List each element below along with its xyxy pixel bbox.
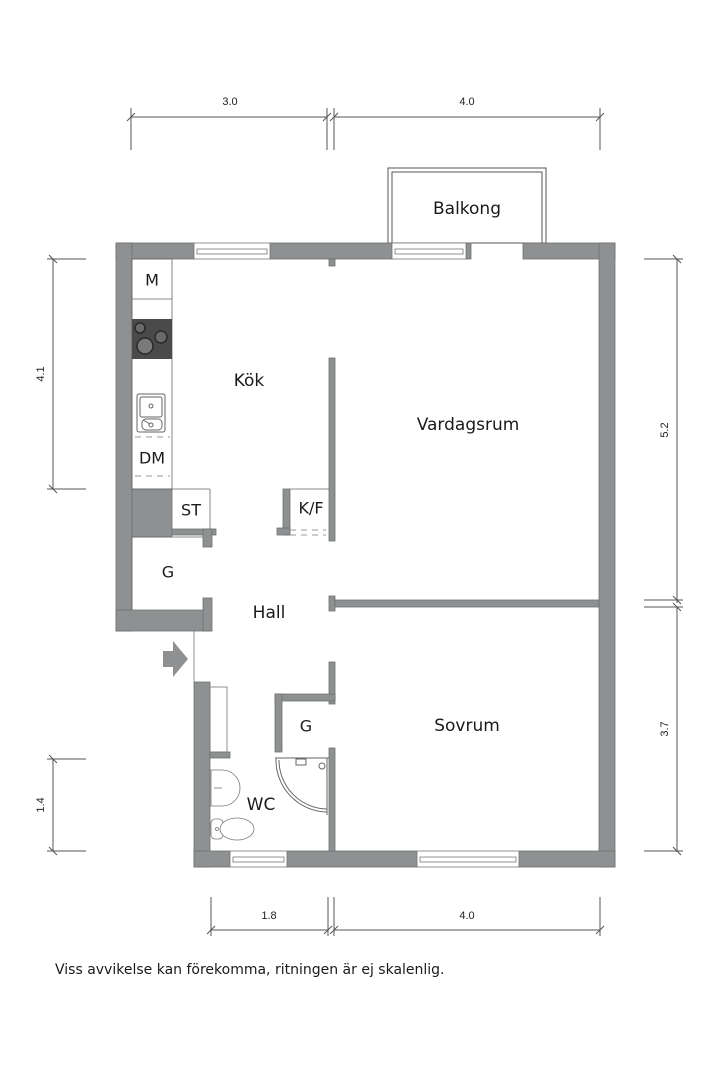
shower-icon xyxy=(275,757,329,815)
wardrobe-hall-outline xyxy=(131,536,203,610)
dimension-lines xyxy=(47,108,683,936)
toilet-icon xyxy=(210,817,255,841)
dishwasher-dashes xyxy=(135,436,326,536)
windows xyxy=(193,242,520,868)
label-stadskap: ST xyxy=(181,500,201,520)
dim-top-left: 3.0 xyxy=(222,96,238,108)
dim-right-top: 5.2 xyxy=(659,422,671,438)
dim-left-top: 4.1 xyxy=(35,366,47,382)
room-label-kok: Kök xyxy=(233,371,265,391)
room-label-wc: WC xyxy=(246,795,276,815)
room-label-garderob-sovrum: G xyxy=(299,716,313,736)
label-mikro: M xyxy=(145,270,159,290)
entrance-arrow-icon xyxy=(163,641,188,677)
dim-bottom-right: 4.0 xyxy=(459,910,475,922)
kitchen-counter xyxy=(131,258,329,529)
walls xyxy=(115,242,616,868)
label-diskmaskin: DM xyxy=(138,448,166,468)
dim-right-bottom: 3.7 xyxy=(659,721,671,737)
dim-top-right: 4.0 xyxy=(459,96,475,108)
dim-bottom-left: 1.8 xyxy=(261,910,277,922)
stove-icon xyxy=(132,319,172,359)
dim-left-bottom: 1.4 xyxy=(35,797,47,813)
sink-icon xyxy=(136,393,166,433)
wc-shelf xyxy=(209,686,228,753)
room-label-sovrum: Sovrum xyxy=(434,716,500,736)
room-label-garderob-hall: G xyxy=(161,562,175,582)
room-label-hall: Hall xyxy=(252,603,286,623)
room-label-vardagsrum: Vardagsrum xyxy=(416,415,520,435)
room-label-balkong: Balkong xyxy=(432,199,502,219)
disclaimer-note: Viss avvikelse kan förekomma, ritningen … xyxy=(55,962,445,978)
label-kyl-frys: K/F xyxy=(298,498,324,518)
wc-basin-icon xyxy=(210,769,241,807)
